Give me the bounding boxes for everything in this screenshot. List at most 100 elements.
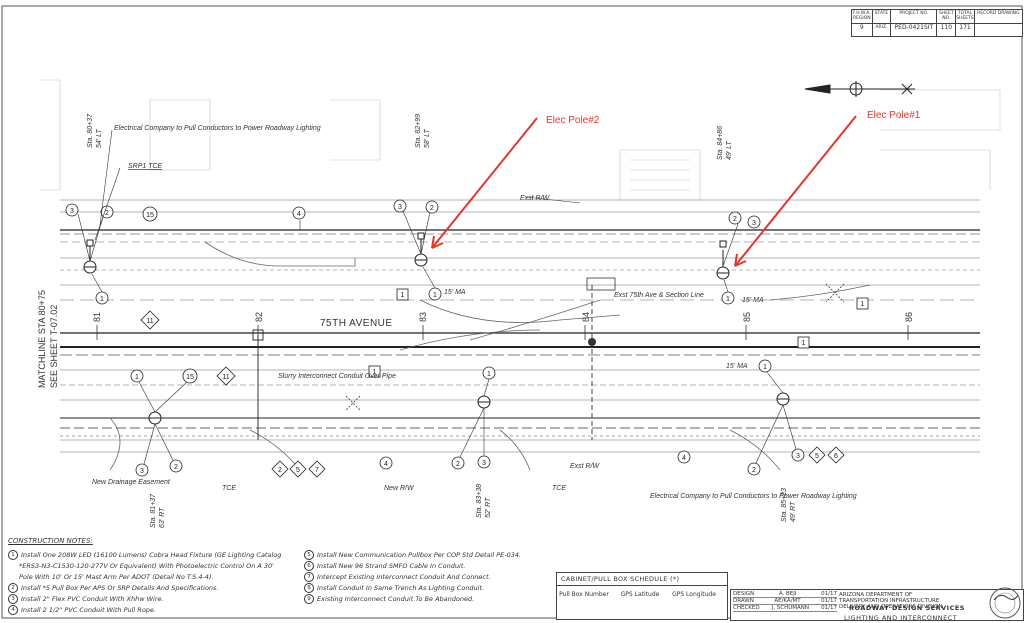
sta-80-37-offset: 54' LT bbox=[96, 129, 103, 148]
label-exst-rw-bottom: Exst R/W bbox=[570, 463, 601, 470]
note-text: Pole With 10' Or 15' Mast Arm Per ADOT (… bbox=[19, 573, 214, 581]
station-86: 86 bbox=[904, 312, 914, 322]
callout-pole2: Elec Pole#2 bbox=[546, 115, 600, 126]
plan-labels: Electrical Company to Pull Conductors to… bbox=[92, 125, 857, 500]
station-tick-labels: 81 82 83 84 85 86 bbox=[92, 312, 914, 322]
svg-text:1: 1 bbox=[487, 371, 491, 378]
bubble-1-a: 3 bbox=[65, 203, 79, 217]
exst-luminaire-2 bbox=[345, 395, 361, 411]
hdr-val-region: 9 bbox=[852, 24, 873, 37]
svg-text:5: 5 bbox=[815, 453, 819, 460]
schedule-col-longitude: GPS Longitude bbox=[672, 591, 716, 598]
svg-text:1: 1 bbox=[763, 364, 767, 371]
sta-83-38-offset: 52' RT bbox=[485, 497, 492, 518]
label-exst-rw-top: Exst R/W bbox=[520, 195, 551, 202]
label-avenue: 75TH AVENUE bbox=[320, 318, 393, 329]
pole-south-1 bbox=[148, 411, 162, 425]
note-number: 8 bbox=[304, 583, 314, 593]
diamond-11-b: 11 bbox=[216, 366, 236, 386]
note-number: 2 bbox=[8, 583, 18, 593]
road-lines-south bbox=[60, 369, 980, 453]
station-83: 83 bbox=[418, 312, 428, 322]
sta-84-86-offset: 49' LT bbox=[726, 141, 733, 160]
svg-text:1: 1 bbox=[135, 374, 139, 381]
svg-text:6: 6 bbox=[834, 453, 838, 460]
svg-text:2: 2 bbox=[430, 205, 434, 212]
sta-85-23: Sta. 85+23 bbox=[781, 488, 788, 522]
matchline-sheet: SEE SHEET T-07.02 bbox=[49, 305, 59, 388]
sta-84-86: Sta. 84+86 bbox=[717, 126, 724, 160]
sta-81-37: Sta. 81+37 bbox=[150, 493, 157, 528]
sta-81-37-offset: 63' RT bbox=[159, 507, 166, 528]
bubble-1-e: 1 bbox=[130, 369, 144, 383]
hdr-val-sheet: 110 bbox=[937, 24, 957, 37]
leader-lines bbox=[77, 129, 797, 465]
svg-text:2: 2 bbox=[752, 467, 756, 474]
bubble-1-f: 1 bbox=[482, 366, 496, 380]
label-new-rw: New R/W bbox=[384, 485, 415, 492]
road-lines-north bbox=[60, 199, 980, 301]
bubble-15-a: 15 bbox=[142, 206, 158, 222]
station-85: 85 bbox=[742, 312, 752, 322]
crossing-node bbox=[588, 338, 596, 346]
hdr-val-record bbox=[975, 24, 1022, 37]
sig-name: J. SCHUMANN bbox=[771, 605, 810, 611]
svg-text:1: 1 bbox=[802, 340, 806, 347]
hdr-val-state: ARIZ. bbox=[873, 24, 892, 37]
bubble-1-g: 1 bbox=[758, 359, 772, 373]
pole-south-3 bbox=[776, 392, 790, 406]
svg-text:2: 2 bbox=[105, 210, 109, 217]
bubble-3-c: 3 bbox=[747, 215, 761, 229]
hdr-col-region: F.H.W.A. REGION bbox=[852, 10, 873, 23]
square-1-a: 1 bbox=[396, 288, 409, 301]
svg-text:1: 1 bbox=[373, 369, 377, 376]
square-1-d: 1 bbox=[797, 336, 810, 349]
bubble-2-a: 2 bbox=[100, 205, 114, 219]
sheet-border bbox=[1, 5, 1023, 619]
note-text: *ERS3-N3-C1530-120-277V Or Equivalent) W… bbox=[19, 562, 274, 570]
square-markers: 1 1 1 1 bbox=[368, 288, 869, 378]
north-arrow bbox=[804, 81, 915, 97]
note-number: 6 bbox=[304, 561, 314, 571]
note-text: Install New 96 Strand SMFO Cable In Cond… bbox=[317, 562, 466, 570]
svg-text:1: 1 bbox=[401, 292, 405, 299]
note-row: *ERS3-N3-C1530-120-277V Or Equivalent) W… bbox=[8, 561, 288, 572]
svg-text:15: 15 bbox=[186, 374, 194, 381]
svg-text:15: 15 bbox=[146, 212, 154, 219]
bubble-3-f: 3 bbox=[791, 448, 805, 462]
sig-name: A. BEJI bbox=[778, 591, 797, 597]
title-sheet-name: LIGHTING AND INTERCONNECT bbox=[844, 614, 958, 622]
bubble-3-e: 3 bbox=[477, 455, 491, 469]
pole-north-2 bbox=[414, 232, 428, 267]
label-tce-1: TCE bbox=[222, 485, 236, 492]
pole-south-2 bbox=[477, 395, 491, 409]
bubble-3-b: 3 bbox=[393, 199, 407, 213]
svg-text:3: 3 bbox=[398, 204, 402, 211]
label-new-drainage: New Drainage Easement bbox=[92, 479, 171, 486]
label-elec-top: Electrical Company to Pull Conductors to… bbox=[114, 125, 321, 132]
bubble-4-c: 4 bbox=[677, 450, 691, 464]
pole-north-3 bbox=[716, 240, 730, 280]
arrow-pole1 bbox=[734, 115, 857, 267]
svg-text:4: 4 bbox=[384, 461, 388, 468]
note-bubbles: 3 2 15 4 3 2 2 3 1 1 1 1 15 1 1 3 2 4 2 … bbox=[65, 199, 805, 477]
bubble-2-b: 2 bbox=[425, 200, 439, 214]
svg-text:4: 4 bbox=[682, 455, 686, 462]
bubble-2-c: 2 bbox=[728, 211, 742, 225]
svg-text:4: 4 bbox=[297, 211, 301, 218]
label-ma15-b: 15' MA bbox=[742, 297, 764, 304]
svg-text:2: 2 bbox=[456, 461, 460, 468]
svg-text:1: 1 bbox=[861, 301, 865, 308]
bubble-4-b: 4 bbox=[379, 456, 393, 470]
note-text: Intercept Existing Interconnect Conduit … bbox=[317, 573, 491, 581]
schedule-col-latitude: GPS Latitude bbox=[620, 591, 660, 598]
